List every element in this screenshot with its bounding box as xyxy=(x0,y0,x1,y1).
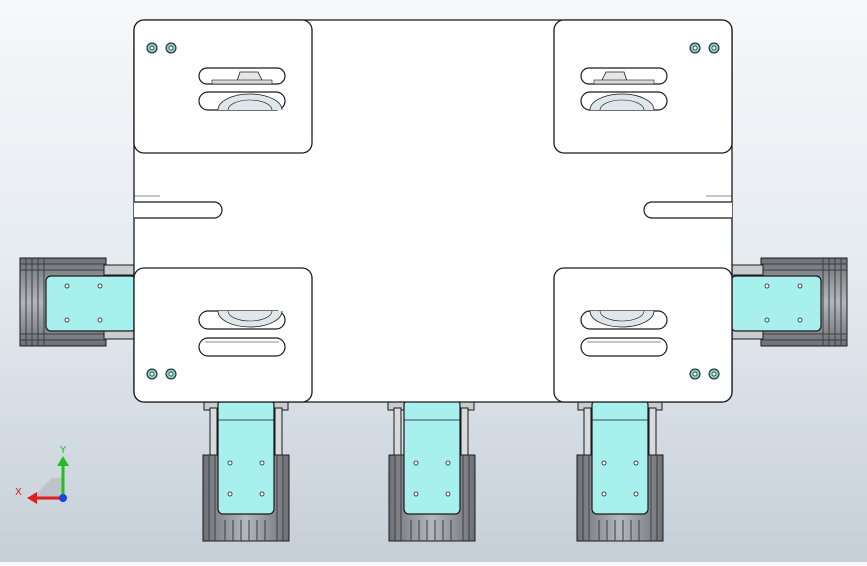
clamp-pad-bottom-left[interactable] xyxy=(133,267,313,403)
y-axis-label: Y xyxy=(59,445,67,456)
clamp-pad-top-right[interactable] xyxy=(553,19,733,154)
bottom-cylinder-right[interactable] xyxy=(576,397,664,542)
x-axis-label: X xyxy=(15,487,22,498)
side-cylinder-right[interactable] xyxy=(730,257,848,347)
y-arrow-head xyxy=(57,456,69,466)
clamp-pad-bottom-right[interactable] xyxy=(553,267,733,403)
clamp-pad-top-left[interactable] xyxy=(133,19,313,154)
side-cylinder-left[interactable] xyxy=(19,257,137,347)
triad-plane xyxy=(30,478,64,500)
x-arrow-head xyxy=(27,492,37,504)
coordinate-triad: Y X xyxy=(15,445,69,504)
bottom-cylinder-center[interactable] xyxy=(387,397,476,542)
z-axis-dot xyxy=(59,494,67,502)
bottom-cylinder-left[interactable] xyxy=(202,397,290,542)
